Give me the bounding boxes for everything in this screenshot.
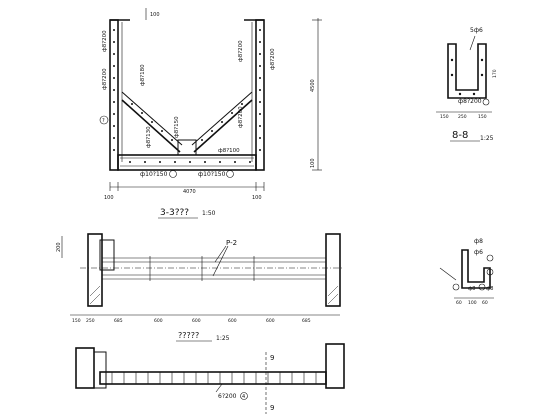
elev-left-column: [75, 347, 95, 389]
right-hopper-outer: [193, 99, 253, 153]
plan-right-column: [325, 233, 341, 307]
height-label: 4500: [310, 79, 316, 92]
elev-mark-bottom: 9: [270, 404, 274, 412]
small-dim-1: 60: [456, 300, 462, 306]
8-8-circle: [482, 98, 490, 106]
plan-column-hatch: [89, 285, 339, 305]
small-circle-1: [486, 254, 494, 262]
plan-left-column-inner: [99, 239, 115, 271]
small-section: ф8 ф6 ф8 ф8 60 100 60: [439, 238, 494, 306]
small-dim-3: 60: [482, 300, 488, 306]
hopper-rebar-dots: [129, 103, 251, 163]
elev-beam-stirrups: [111, 372, 317, 384]
plan-left-label: 200: [56, 242, 62, 252]
elev-left-step: [93, 351, 107, 389]
plan-tag: P-2: [226, 239, 237, 247]
plan-dim-4: 600: [154, 318, 163, 324]
elev-rebar: 6?200: [218, 393, 237, 400]
plan-leader-2: [212, 245, 229, 277]
section-8-8: 5ф6 170 ф8?200 150 250 150 8-8 1:25: [436, 27, 498, 142]
plan-dim-8: 685: [302, 318, 311, 324]
elevation-view: 9 9 6?200 4: [75, 343, 345, 414]
center-rebar-label: ф8?150: [174, 116, 180, 138]
plan-dim-1: 150: [72, 318, 81, 324]
left-mark-circle: [99, 115, 109, 125]
small-side-line: [439, 267, 457, 281]
elev-mark-top: 9: [270, 354, 274, 362]
plan-title: ?????: [178, 331, 199, 340]
left-mid-rebar-label: ф8?180: [140, 64, 146, 86]
small-label-3: ф8: [468, 286, 475, 292]
left-rebar-label-2: ф8?200: [102, 68, 108, 90]
8-8-rebar: ф8?200: [458, 98, 482, 105]
8-8-u-shape: [447, 43, 487, 99]
small-label-1: ф8: [474, 238, 483, 245]
center-sump: [177, 139, 197, 156]
right-hopper-inner: [191, 91, 253, 146]
left-hopper-inner: [121, 91, 183, 146]
left-rebar-label-1: ф8?200: [102, 30, 108, 52]
8-8-leader: [469, 35, 476, 51]
plan-dim-5: 600: [192, 318, 201, 324]
8-8-title: 8-8: [452, 130, 468, 141]
elev-right-column: [325, 343, 345, 389]
left-mark-text: ?: [102, 118, 105, 124]
plan-view: P-2 200 150 250 685 600 600 600 600 685 …: [56, 233, 344, 342]
right-rebar-label-2: ф8?200: [270, 48, 276, 70]
bottom-rebar-right: ф10?150: [198, 171, 226, 178]
left-hopper-outer: [121, 99, 181, 153]
right-wall-rebar-dots: [259, 29, 261, 151]
plan-dim-2: 250: [86, 318, 95, 324]
small-circle-2: [486, 268, 494, 276]
plan-scale: 1:25: [216, 335, 230, 342]
small-circle-4: [478, 283, 486, 291]
plan-dim-3: 685: [114, 318, 123, 324]
8-8-dim-1: 150: [440, 114, 449, 120]
right-rebar-label-3: ф8?200: [238, 106, 244, 128]
base-dim-3: 100: [252, 195, 262, 201]
section-3-3-scale: 1:50: [202, 210, 216, 217]
small-label-4: ф8: [486, 286, 493, 292]
8-8-side-dim: 170: [492, 69, 498, 78]
small-label-2: ф6: [474, 249, 483, 256]
bottom-rebar-left: ф10?150: [140, 171, 168, 178]
left-wall-rebar-dots: [113, 29, 115, 151]
right-rebar-label-1: ф8?200: [238, 40, 244, 62]
small-u-shape: [461, 249, 491, 289]
base-dim-2: 4070: [183, 189, 196, 195]
plan-dim-6: 600: [228, 318, 237, 324]
section-3-3: 100 4500 100 ф8?200 ф8?200 ф8?180 ? ф8?1…: [99, 8, 322, 219]
right-rebar-label-4: ф8?100: [218, 148, 240, 154]
small-dim-2: 100: [468, 300, 477, 306]
base-dim-1: 100: [104, 195, 114, 201]
elev-rebar-leader: [215, 383, 223, 393]
bottom-right-label: 100: [310, 158, 316, 168]
8-8-dim-2: 250: [458, 114, 467, 120]
elev-circle: [240, 392, 248, 400]
section-3-3-title: 3-3???: [160, 208, 189, 218]
elev-beam: [99, 371, 327, 385]
plan-dim-7: 600: [266, 318, 275, 324]
bottom-circle-2: [226, 170, 234, 178]
elev-circle-text: 4: [242, 394, 245, 400]
plan-leader-1: [214, 245, 227, 263]
small-circle-3: [452, 283, 460, 291]
bottom-circle-1: [169, 170, 177, 178]
8-8-dim-3: 150: [478, 114, 487, 120]
top-label: 100: [150, 12, 160, 18]
8-8-top-rebar: 5ф6: [470, 27, 483, 34]
left-lower-rebar-label: ф8?130: [146, 126, 152, 148]
8-8-scale: 1:25: [480, 135, 494, 142]
